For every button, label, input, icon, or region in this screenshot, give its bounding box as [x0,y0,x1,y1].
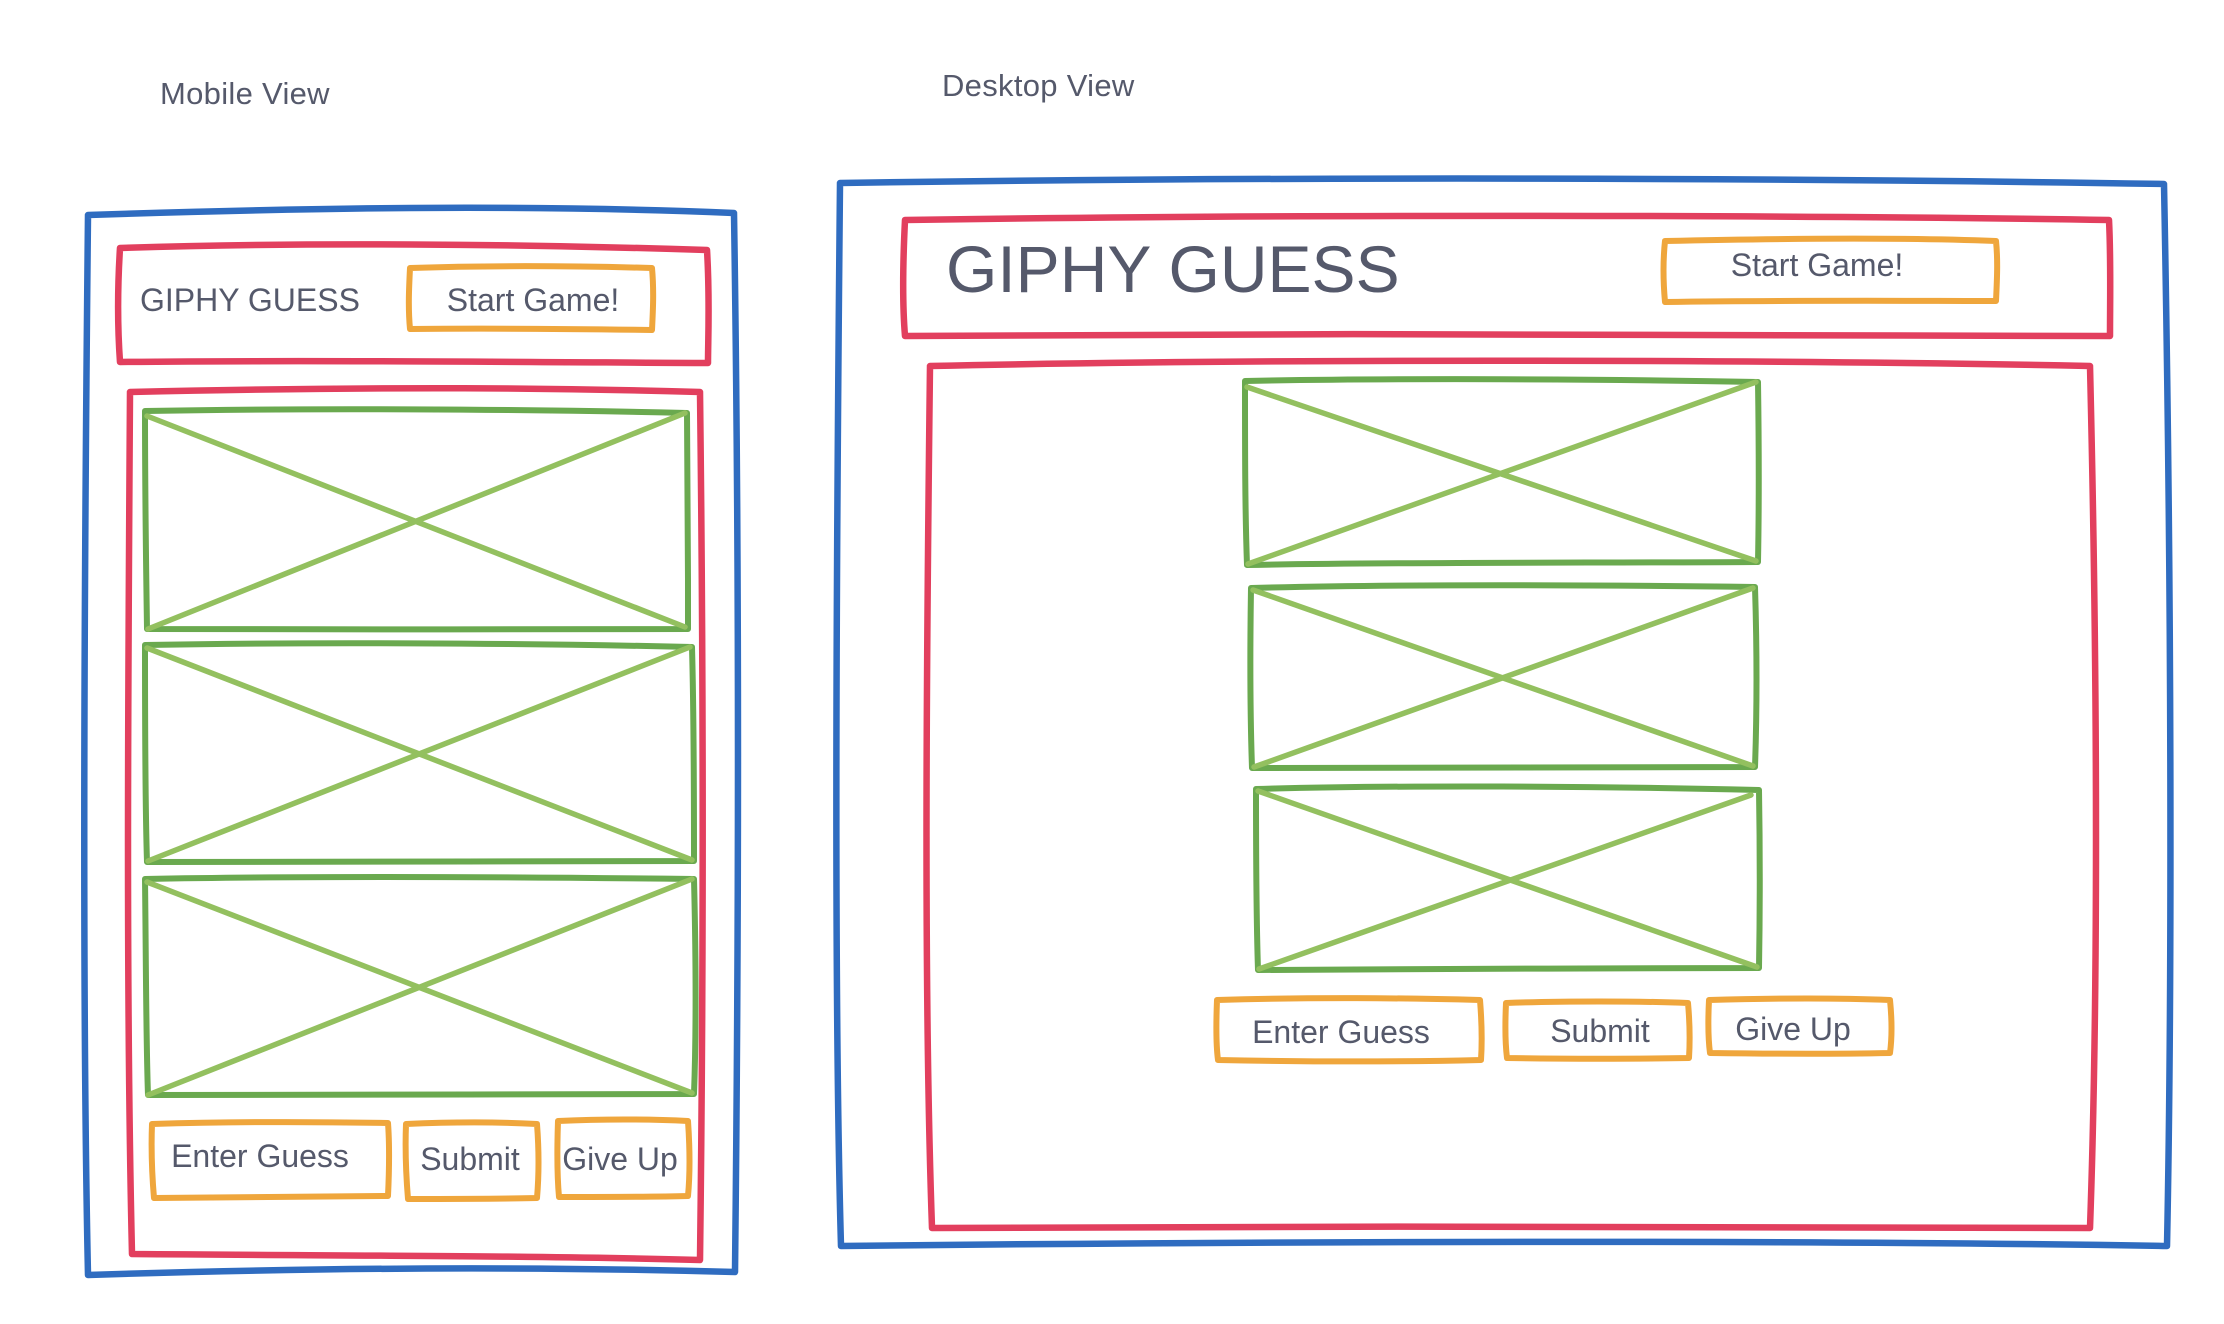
desktop-start-game-label: Start Game! [1731,247,1904,283]
desktop-gif-placeholder [1242,376,1762,568]
mobile-view-label: Mobile View [160,76,330,111]
desktop-gif-placeholder [1247,582,1760,771]
mobile-app-title: GIPHY GUESS [140,282,360,318]
desktop-give-up-label: Give Up [1735,1011,1851,1047]
desktop-start-game-button[interactable] [1660,235,2001,305]
mobile-submit-label: Submit [420,1141,520,1177]
desktop-view-label: Desktop View [942,68,1135,103]
mobile-wireframe: GIPHY GUESS Start Game! Enter Guess Subm… [80,204,742,1279]
mobile-start-game-button[interactable] [405,263,657,333]
desktop-give-up-button[interactable] [1705,995,1895,1057]
mobile-gif-placeholder [142,640,697,865]
mobile-header-box [114,241,712,367]
desktop-content-box [923,357,2100,1232]
mobile-submit-button[interactable] [402,1119,542,1202]
mobile-start-game-label: Start Game! [447,282,620,318]
desktop-submit-label: Submit [1550,1013,1650,1049]
desktop-wireframe: GIPHY GUESS Start Game! Enter Guess Subm… [833,175,2174,1250]
desktop-enter-guess-placeholder: Enter Guess [1252,1014,1430,1050]
mobile-content-box [124,384,706,1264]
desktop-enter-guess-input[interactable] [1213,995,1485,1065]
mobile-give-up-button[interactable] [554,1116,693,1200]
desktop-submit-button[interactable] [1502,998,1693,1062]
desktop-gif-placeholder [1253,783,1763,973]
desktop-device-frame [833,175,2174,1250]
mobile-enter-guess-placeholder: Enter Guess [171,1138,349,1174]
mobile-gif-placeholder [142,874,699,1098]
mobile-gif-placeholder [142,406,691,633]
mobile-enter-guess-input[interactable] [148,1119,393,1201]
desktop-app-title: GIPHY GUESS [946,232,1400,306]
mobile-device-frame [80,204,742,1279]
desktop-header-box [899,212,2114,340]
mobile-give-up-label: Give Up [562,1141,678,1177]
